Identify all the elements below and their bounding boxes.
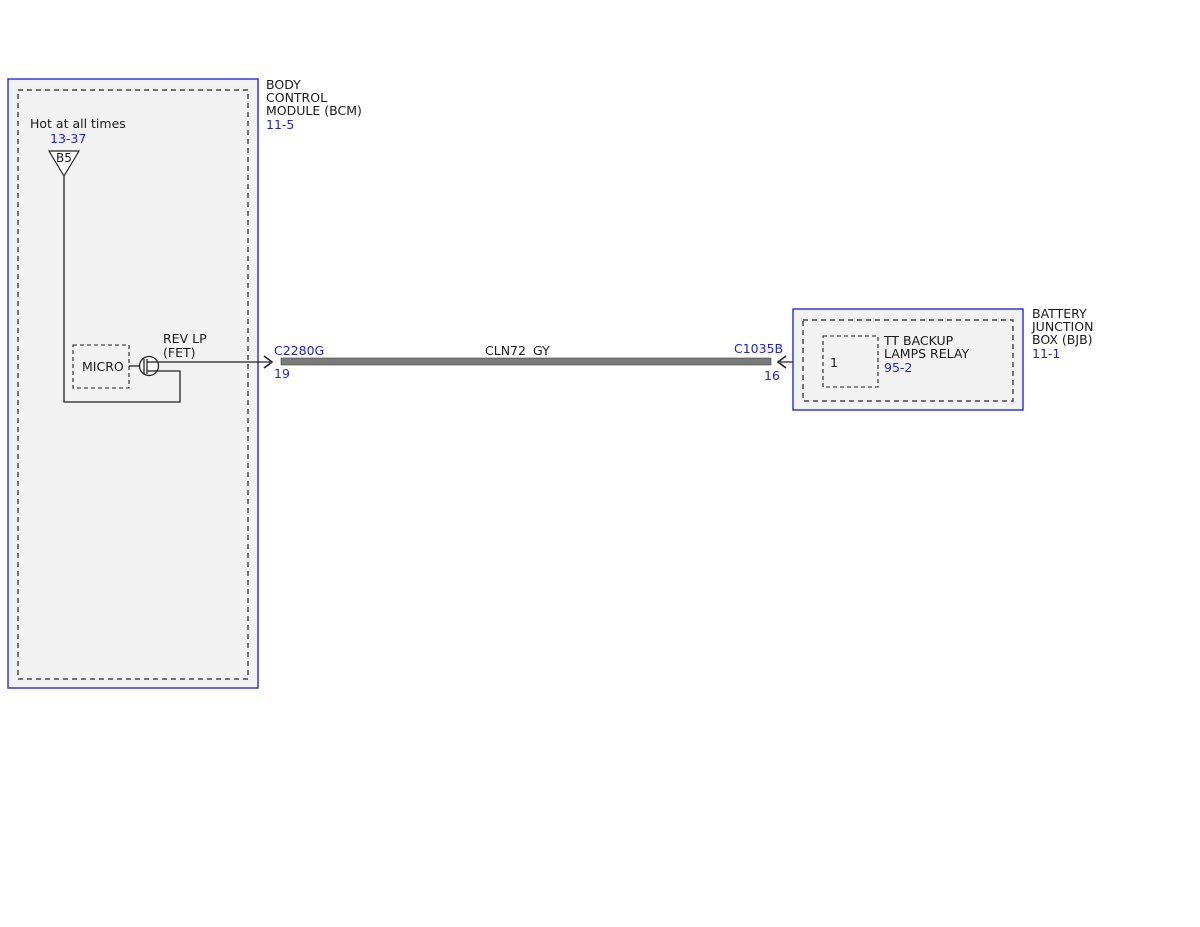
- internal-power-wire: [63, 176, 181, 403]
- bjb-ref-link[interactable]: 11-1: [1032, 346, 1060, 361]
- bcm-connector-label[interactable]: C2280G: [274, 343, 324, 358]
- power-ref-link[interactable]: 13-37: [50, 131, 86, 146]
- relay-ref-link[interactable]: 95-2: [884, 360, 912, 375]
- bcm-name-line-3: MODULE (BCM): [266, 103, 362, 118]
- bcm-inner-border: [17, 89, 249, 680]
- power-source-label: Hot at all times: [30, 116, 126, 131]
- bjb-pin-label: 16: [764, 368, 780, 383]
- harness-wire[interactable]: [280, 357, 772, 366]
- fet-label-line-2: (FET): [163, 345, 195, 360]
- bcm-pin-label: 19: [274, 366, 290, 381]
- relay-label-line-2: LAMPS RELAY: [884, 346, 969, 361]
- fuse-pin-label: B5: [56, 151, 72, 165]
- fuse-triangle-icon: [47, 150, 81, 178]
- bjb-name-line-2: JUNCTION: [1031, 319, 1093, 334]
- relay-box: [822, 335, 879, 388]
- bcm-module[interactable]: [7, 78, 259, 689]
- fet-label-line-1: REV LP: [163, 331, 207, 346]
- connector-arrow-left-icon: [263, 355, 274, 369]
- bcm-outer-border: [7, 78, 259, 689]
- relay-pin-label: 1: [830, 355, 838, 370]
- wire-color-label: GY: [533, 343, 550, 358]
- bjb-inner-border: [802, 319, 1014, 402]
- connector-arrow-right-icon: [776, 355, 787, 369]
- bjb-connector-label[interactable]: C1035B: [734, 341, 783, 356]
- bcm-name-line-2: CONTROL: [266, 90, 327, 105]
- micro-box: [72, 344, 130, 389]
- fet-icon: [138, 355, 160, 377]
- relay-label-line-1: TT BACKUP: [883, 333, 954, 348]
- micro-label: MICRO: [82, 359, 124, 374]
- wire-circuit-label: CLN72: [485, 343, 526, 358]
- bjb-name-line-1: BATTERY: [1032, 306, 1087, 321]
- bcm-ref-link[interactable]: 11-5: [266, 117, 294, 132]
- bjb-name-line-3: BOX (BJB): [1032, 332, 1093, 347]
- bcm-name-line-1: BODY: [266, 77, 301, 92]
